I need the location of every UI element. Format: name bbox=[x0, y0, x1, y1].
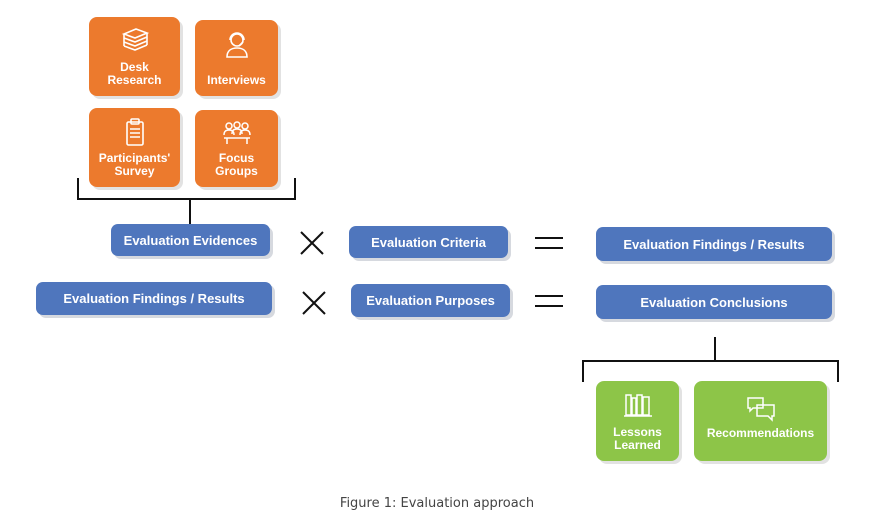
bracket-bar bbox=[77, 198, 296, 200]
recommendations-tile: Recommendations bbox=[694, 381, 827, 461]
speech-bubbles-icon bbox=[746, 397, 775, 422]
clipboard-icon bbox=[125, 118, 144, 146]
evaluation-criteria-box: Evaluation Criteria bbox=[349, 226, 508, 258]
focus-groups-tile: Focus Groups bbox=[195, 110, 278, 187]
equals-icon bbox=[535, 237, 563, 249]
tile-label: Participants' Survey bbox=[98, 151, 171, 178]
multiply-icon bbox=[302, 291, 326, 315]
evaluation-findings-results-input-box: Evaluation Findings / Results bbox=[36, 282, 272, 315]
evaluation-conclusions-box: Evaluation Conclusions bbox=[596, 285, 832, 319]
tile-label: Interviews bbox=[207, 73, 266, 87]
tile-label: Recommendations bbox=[706, 425, 815, 440]
lessons-learned-tile: Lessons Learned bbox=[596, 381, 679, 461]
tile-label: Lessons Learned bbox=[613, 425, 662, 452]
bracket-left-tick bbox=[77, 178, 79, 200]
desk-research-tile: Desk Research bbox=[89, 17, 180, 96]
multiply-icon bbox=[300, 231, 324, 255]
evaluation-evidences-box: Evaluation Evidences bbox=[111, 224, 270, 256]
bracket-right-tick bbox=[294, 178, 296, 200]
bracket-bar bbox=[582, 360, 839, 362]
group-icon bbox=[222, 121, 251, 144]
bracket-left-tick bbox=[582, 360, 584, 382]
participants-survey-tile: Participants' Survey bbox=[89, 108, 180, 187]
books-icon bbox=[121, 28, 149, 51]
tile-label: Desk Research bbox=[107, 60, 162, 87]
tile-label: Focus Groups bbox=[215, 151, 258, 178]
figure-caption: Figure 1: Evaluation approach bbox=[339, 496, 535, 511]
headset-person-icon bbox=[225, 32, 248, 58]
interviews-tile: Interviews bbox=[195, 20, 278, 96]
evaluation-purposes-box: Evaluation Purposes bbox=[351, 284, 510, 317]
bookshelf-icon bbox=[623, 394, 652, 417]
equals-icon bbox=[535, 295, 563, 307]
bracket-stem bbox=[189, 200, 191, 224]
bracket-stem bbox=[714, 337, 716, 361]
bracket-right-tick bbox=[837, 360, 839, 382]
evaluation-findings-results-box: Evaluation Findings / Results bbox=[596, 227, 832, 261]
